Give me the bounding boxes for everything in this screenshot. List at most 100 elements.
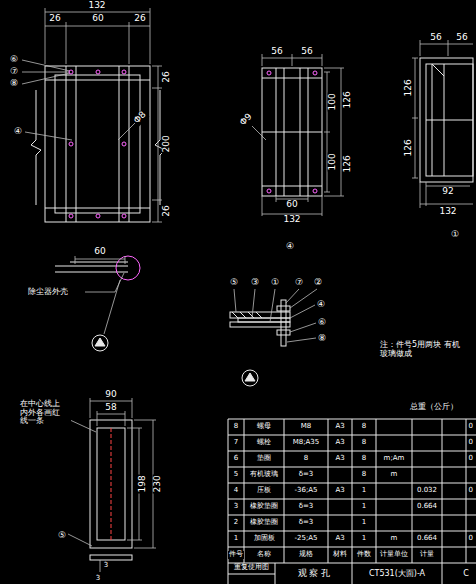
drawing-label: 132 xyxy=(438,207,457,217)
drawing-label: 0 xyxy=(468,455,474,463)
drawing-label: 1 xyxy=(361,487,367,495)
drawing-label: 件数 xyxy=(356,551,372,559)
drawing-label: ⑤ xyxy=(229,278,239,288)
drawing-label: 56 xyxy=(300,47,313,57)
drawing-label: 4 xyxy=(233,487,239,495)
drawing-label: 100 xyxy=(328,152,338,171)
drawing-label: 8 xyxy=(361,471,367,479)
drawing-label: ⑥ xyxy=(9,55,19,65)
drawing-label: 26 xyxy=(162,70,172,83)
drawing-label: 螺栓 xyxy=(256,439,272,447)
drawing-label: A3 xyxy=(334,487,345,495)
drawing-label: 0.664 xyxy=(416,503,438,511)
drawing-label: -36;A5 xyxy=(293,487,318,495)
drawing-label: 总重（公斤） xyxy=(409,403,459,412)
view-one xyxy=(22,8,165,222)
drawing-label: 橡胶垫圈 xyxy=(249,503,279,511)
drawing-label: 材料 xyxy=(332,551,348,559)
parts-table xyxy=(228,419,476,584)
drawing-label: 26 xyxy=(48,14,61,24)
drawing-label: 90 xyxy=(104,390,117,400)
drawing-label: 0 xyxy=(468,423,474,431)
drawing-label: ⑦ xyxy=(294,278,304,288)
drawing-label: 垫圈 xyxy=(256,455,272,463)
drawing-label: 计量单位 xyxy=(379,551,409,559)
drawing-label: m;Am xyxy=(383,455,406,463)
drawing-label: 计量 xyxy=(419,551,435,559)
drawing-label: 重复使用图 xyxy=(233,564,270,572)
drawing-label: A3 xyxy=(334,439,345,447)
drawing-label: 126 xyxy=(404,138,414,157)
drawing-label: ③ xyxy=(250,278,260,288)
view-two xyxy=(252,54,344,216)
drawing-label: 56 xyxy=(429,33,442,43)
drawing-label: 1 xyxy=(361,519,367,527)
assembly-detail xyxy=(230,289,317,386)
drawing-label: 规格 xyxy=(298,551,314,559)
view-three xyxy=(412,40,473,208)
drawing-label: ⑥ xyxy=(317,318,327,328)
drawing-label: 3 xyxy=(95,575,101,583)
drawing-label: ⑤ xyxy=(57,531,67,541)
drawing-label: 名称 xyxy=(256,551,272,559)
drawing-label: 0 xyxy=(468,487,474,495)
drawing-label: 件号 xyxy=(228,551,244,559)
drawing-label: 132 xyxy=(282,215,301,225)
drawing-label: 5 xyxy=(233,471,239,479)
drawing-label: ④ xyxy=(316,300,326,310)
drawing-label: 螺母 xyxy=(256,423,272,431)
drawing-label: 3 xyxy=(103,562,109,570)
drawing-label: 8 xyxy=(361,423,367,431)
drawing-label: 230 xyxy=(153,474,163,493)
drawing-label: 有机玻璃 xyxy=(249,471,279,479)
drawing-label: A3 xyxy=(334,423,345,431)
drawing-label: 3 xyxy=(233,503,239,511)
drawing-label: ④ xyxy=(13,127,23,137)
drawing-label: 26 xyxy=(133,14,146,24)
drawing-label: 26 xyxy=(162,204,172,217)
drawing-label: M8;A35 xyxy=(292,439,321,447)
drawing-label: ⑧ xyxy=(317,334,327,344)
drawing-label: m xyxy=(390,471,399,479)
drawing-label: δ=3 xyxy=(298,519,315,527)
drawing-label: 198 xyxy=(138,474,148,493)
drawing-label: 1 xyxy=(361,535,367,543)
drawing-label: 橡胶垫圈 xyxy=(249,519,279,527)
drawing-label: 加固板 xyxy=(253,535,276,543)
drawing-label: 0.664 xyxy=(416,535,438,543)
drawing-label: 除尘器外壳 xyxy=(27,288,69,297)
drawing-label: 6 xyxy=(233,455,239,463)
drawing-label: A3 xyxy=(334,455,345,463)
drawing-label: Φ9 xyxy=(237,111,254,128)
drawing-label: 200 xyxy=(162,134,172,153)
wall-detail xyxy=(55,256,140,351)
drawing-label: 7 xyxy=(233,439,239,447)
drawing-label: 132 xyxy=(87,1,106,11)
drawing-label: ④ xyxy=(285,242,295,252)
drawing-label: 8 xyxy=(233,423,239,431)
drawing-label: ⑦ xyxy=(9,67,19,77)
drawing-label: δ=3 xyxy=(298,503,315,511)
drawing-label: 2 xyxy=(233,519,239,527)
drawing-label: A3 xyxy=(334,535,345,543)
drawing-label: 0.032 xyxy=(416,487,438,495)
drawing-label: 注：件号5用两块 有机玻璃做成 xyxy=(379,341,461,359)
drawing-label: δ=3 xyxy=(298,471,315,479)
drawing-label: C xyxy=(462,570,470,579)
drawing-label: 观 察 孔 xyxy=(297,569,332,579)
drawing-label: 126 xyxy=(343,154,353,173)
drawing-label: Φ8 xyxy=(131,109,148,126)
drawing-label: 1 xyxy=(233,535,239,543)
drawing-label: 58 xyxy=(104,403,117,413)
drawing-label: 56 xyxy=(455,33,468,43)
drawing-label: m xyxy=(390,535,399,543)
drawing-label: 0 xyxy=(468,439,474,447)
drawing-label: 8 xyxy=(361,439,367,447)
drawing-label: 在中心线上 内外各画红 线一条 xyxy=(19,400,71,426)
drawing-label: -25;A5 xyxy=(293,535,318,543)
drawing-label: ① xyxy=(450,230,460,240)
drawing-label: 56 xyxy=(270,47,283,57)
drawing-label: 1 xyxy=(361,503,367,511)
